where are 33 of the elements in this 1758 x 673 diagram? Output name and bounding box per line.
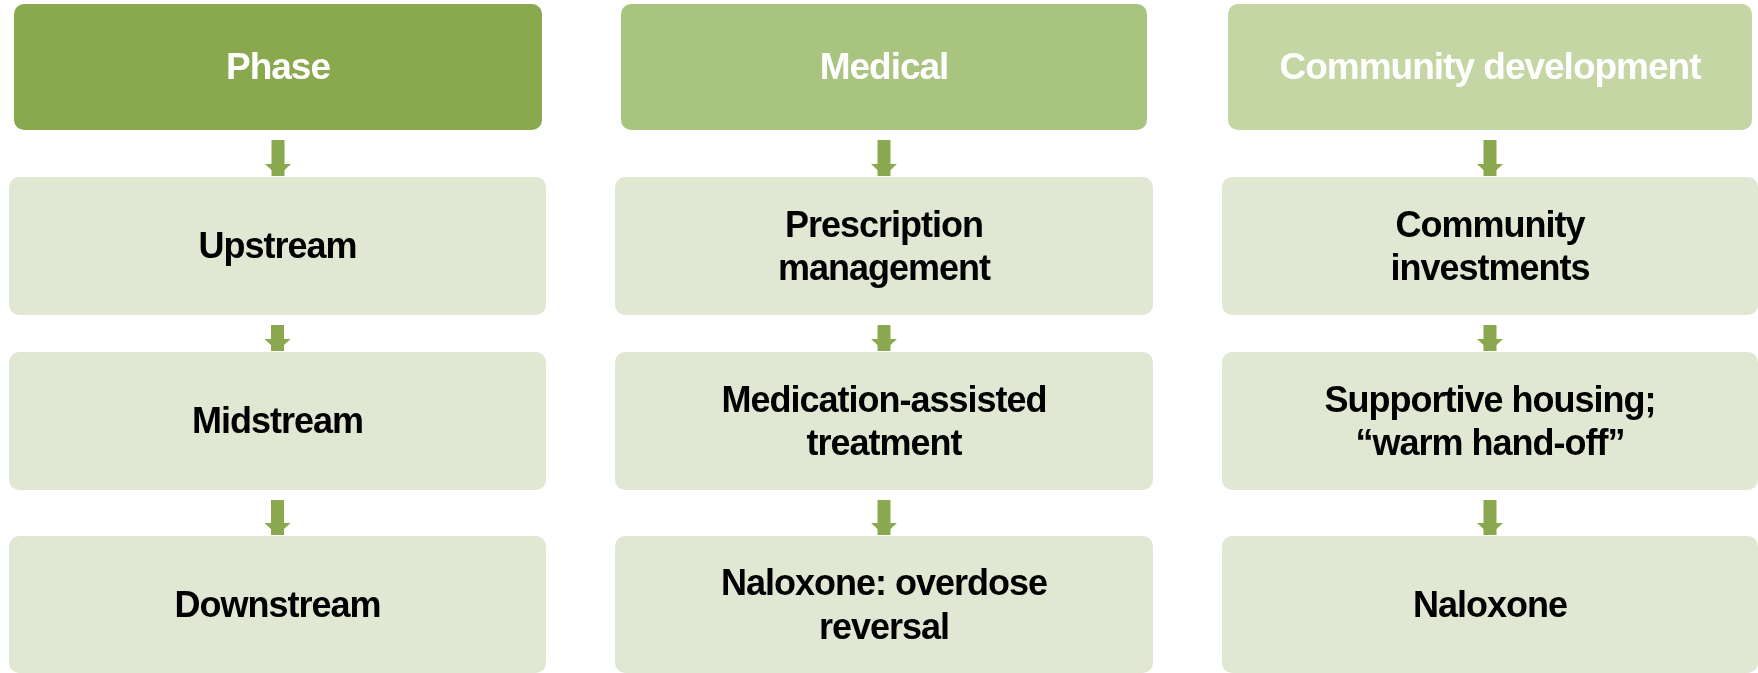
box-text: Downstream xyxy=(174,582,381,627)
process-box xyxy=(615,177,1153,315)
header-text: Community development xyxy=(1279,44,1701,89)
box-text: Community investments xyxy=(1389,202,1591,290)
box-text: Naloxone xyxy=(1412,582,1567,627)
arrow xyxy=(264,325,291,351)
arrow xyxy=(871,140,897,176)
arrow xyxy=(265,140,291,176)
process-box xyxy=(1222,536,1758,673)
arrow xyxy=(1477,500,1503,535)
process-box xyxy=(9,536,546,673)
box-text: Prescription management xyxy=(776,202,992,290)
arrow xyxy=(1477,140,1503,176)
box-text: Supportive housing; “warm hand-off” xyxy=(1323,377,1657,465)
header-box xyxy=(1228,4,1752,130)
arrow xyxy=(871,500,897,535)
header-text: Medical xyxy=(819,44,949,89)
process-box xyxy=(615,536,1153,673)
process-box xyxy=(1222,177,1758,315)
header-box xyxy=(14,4,542,130)
arrow xyxy=(1477,325,1503,351)
process-box xyxy=(1222,352,1758,490)
header-box xyxy=(621,4,1147,130)
process-box xyxy=(9,352,546,490)
arrow xyxy=(264,500,291,535)
process-box xyxy=(9,177,546,315)
header-text: Phase xyxy=(226,44,330,89)
arrow xyxy=(871,325,897,351)
box-text: Medication-assisted treatment xyxy=(720,377,1048,465)
process-box xyxy=(615,352,1153,490)
box-text: Midstream xyxy=(191,399,364,443)
box-text: Naloxone: overdose reversal xyxy=(719,561,1049,648)
box-text: Upstream xyxy=(198,224,357,268)
